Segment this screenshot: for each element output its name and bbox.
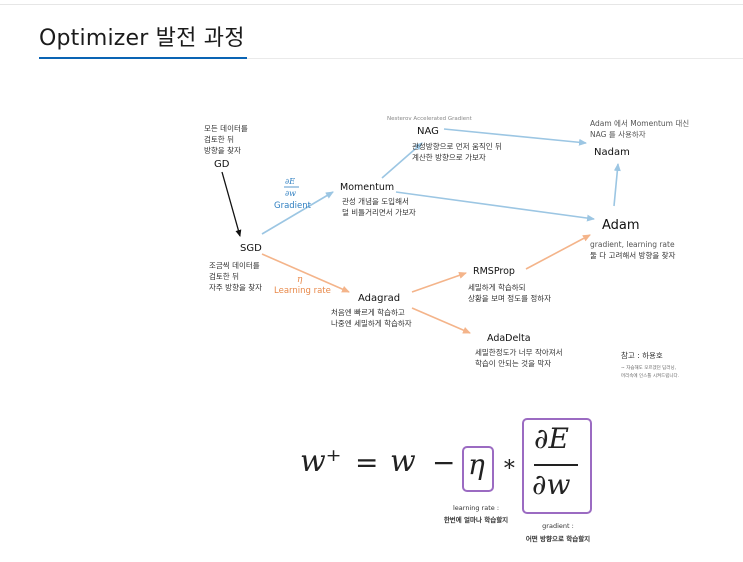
arrow-adam-nadam bbox=[613, 163, 621, 207]
adadelta-label: AdaDelta bbox=[487, 333, 531, 344]
arrow-momentum-adam bbox=[395, 191, 595, 222]
nadam-desc-2: NAG 를 사용하자 bbox=[590, 129, 646, 139]
rmsprop-label: RMSProp bbox=[473, 266, 515, 277]
nag-desc-1: 관성방향으로 먼저 움직인 뒤 bbox=[412, 141, 502, 151]
gd-desc-1: 모든 데이터를 bbox=[204, 123, 248, 133]
nag-label: NAG bbox=[417, 126, 439, 137]
node-momentum: Momentum 관성 개념을 도입해서 덜 비틀거리면서 가보자 bbox=[340, 182, 416, 217]
sgd-desc-3: 자주 방향을 찾자 bbox=[209, 282, 262, 292]
gradient-label: Gradient bbox=[274, 201, 312, 211]
arrow-momentum-nag bbox=[381, 142, 423, 179]
node-adam: Adam gradient, learning rate 둘 다 고려해서 방향… bbox=[590, 218, 676, 260]
learning-rate-label: Learning rate bbox=[274, 286, 331, 296]
node-nadam: Adam 에서 Momentum 대신 NAG 를 사용하자 Nadam bbox=[590, 119, 689, 158]
reference-note-2: 머리속에 인스톨 시켜드립니다. bbox=[621, 372, 679, 379]
adam-desc-2: 둘 다 고려해서 방향을 찾자 bbox=[590, 250, 676, 260]
sgd-label: SGD bbox=[240, 243, 262, 254]
gd-desc-2: 검토한 뒤 bbox=[204, 134, 234, 144]
arrow-rmsprop-adam bbox=[525, 234, 591, 270]
reference-note-1: ~ 자습해도 모르겠던 딥러닝, bbox=[621, 364, 676, 371]
sgd-desc-2: 검토한 뒤 bbox=[209, 271, 239, 281]
title-underline bbox=[39, 57, 247, 59]
node-adadelta: AdaDelta 세밀한정도가 너무 작아져서 학습이 안되는 것을 막자 bbox=[475, 333, 563, 368]
momentum-desc-2: 덜 비틀거리면서 가보자 bbox=[342, 207, 416, 217]
node-rmsprop: RMSProp 세밀하게 학습하되 상황을 보며 정도를 정하자 bbox=[468, 266, 551, 303]
rmsprop-desc-2: 상황을 보며 정도를 정하자 bbox=[468, 293, 551, 303]
adadelta-desc-1: 세밀한정도가 너무 작아져서 bbox=[475, 347, 563, 357]
adam-label: Adam bbox=[602, 218, 640, 233]
arrow-adagrad-adadelta bbox=[411, 307, 471, 334]
nadam-desc-1: Adam 에서 Momentum 대신 bbox=[590, 119, 689, 128]
adagrad-label: Adagrad bbox=[358, 293, 400, 304]
arrow-sgd-adagrad bbox=[261, 253, 350, 293]
rmsprop-desc-1: 세밀하게 학습하되 bbox=[468, 282, 526, 292]
arrow-gd-sgd bbox=[221, 171, 242, 237]
reference-title: 참고 : 하용호 bbox=[621, 350, 663, 360]
gradient-symbol-den: ∂w bbox=[285, 189, 296, 198]
momentum-desc-1: 관성 개념을 도입해서 bbox=[342, 196, 409, 206]
adadelta-desc-2: 학습이 안되는 것을 막자 bbox=[475, 358, 551, 368]
nadam-label: Nadam bbox=[594, 147, 630, 158]
learning-rate-symbol: η bbox=[297, 275, 303, 285]
momentum-label: Momentum bbox=[340, 182, 394, 193]
gradient-symbol-num: ∂E bbox=[285, 177, 295, 186]
adam-desc-1: gradient, learning rate bbox=[590, 240, 675, 249]
sgd-desc-1: 조금씩 데이터를 bbox=[209, 260, 260, 270]
gd-desc-3: 방향을 찾자 bbox=[204, 145, 241, 155]
top-border bbox=[0, 4, 743, 5]
title-rule bbox=[247, 58, 743, 59]
nag-sublabel: Nesterov Accelerated Gradient bbox=[387, 116, 473, 122]
arrow-adagrad-rmsprop bbox=[411, 272, 467, 293]
gradient-branch-label: ∂E ∂w Gradient bbox=[274, 177, 312, 211]
arrow-nag-nadam bbox=[443, 128, 587, 146]
reference: 참고 : 하용호 ~ 자습해도 모르겠던 딥러닝, 머리속에 인스톨 시켜드립니… bbox=[621, 350, 679, 379]
learning-rate-branch-label: η Learning rate bbox=[274, 275, 331, 296]
node-sgd: SGD 조금씩 데이터를 검토한 뒤 자주 방향을 찾자 bbox=[209, 243, 262, 292]
page-title: Optimizer 발전 과정 bbox=[39, 26, 245, 51]
adagrad-desc-2: 나중엔 세밀하게 학습하자 bbox=[331, 318, 412, 328]
node-adagrad: Adagrad 처음엔 빠르게 학습하고 나중엔 세밀하게 학습하자 bbox=[331, 293, 412, 328]
adagrad-desc-1: 처음엔 빠르게 학습하고 bbox=[331, 307, 405, 317]
arrow-sgd-momentum bbox=[261, 191, 334, 235]
nag-desc-2: 계산한 방향으로 가보자 bbox=[412, 152, 486, 162]
gd-label: GD bbox=[214, 159, 230, 170]
node-gd: 모든 데이터를 검토한 뒤 방향을 찾자 GD bbox=[204, 123, 248, 170]
node-nag: Nesterov Accelerated Gradient NAG 관성방향으로… bbox=[387, 116, 502, 162]
